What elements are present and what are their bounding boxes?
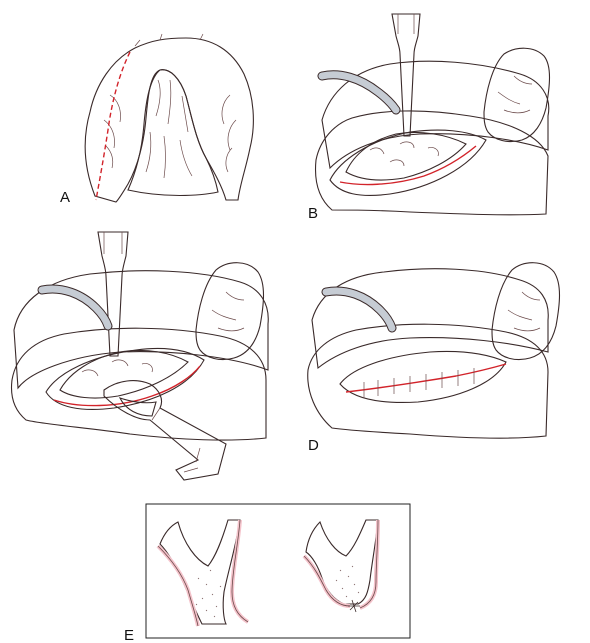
- bone-cross-section-icon: [302, 519, 380, 613]
- panel-c: [10, 231, 269, 481]
- panel-e: E: [124, 503, 411, 643]
- panel-e-frame: [145, 503, 411, 639]
- panel-b: B: [308, 13, 551, 222]
- rongeur-forceps-icon: [103, 380, 227, 481]
- palate-illustration: [84, 33, 254, 203]
- suture-knot-icon: [348, 599, 360, 613]
- finger-icon: [491, 262, 561, 361]
- panel-a-label: A: [60, 189, 70, 206]
- panel-e-label: E: [124, 627, 134, 643]
- surgical-retractor-icon: [391, 13, 421, 137]
- panel-a: A: [60, 33, 254, 206]
- surgical-retractor-icon: [97, 231, 129, 357]
- finger-icon: [483, 47, 551, 143]
- panel-b-label: B: [308, 205, 318, 222]
- panel-d: D: [307, 262, 561, 454]
- finger-icon: [195, 262, 265, 361]
- bone-cross-section-icon: [156, 519, 250, 627]
- panel-d-label: D: [308, 437, 319, 454]
